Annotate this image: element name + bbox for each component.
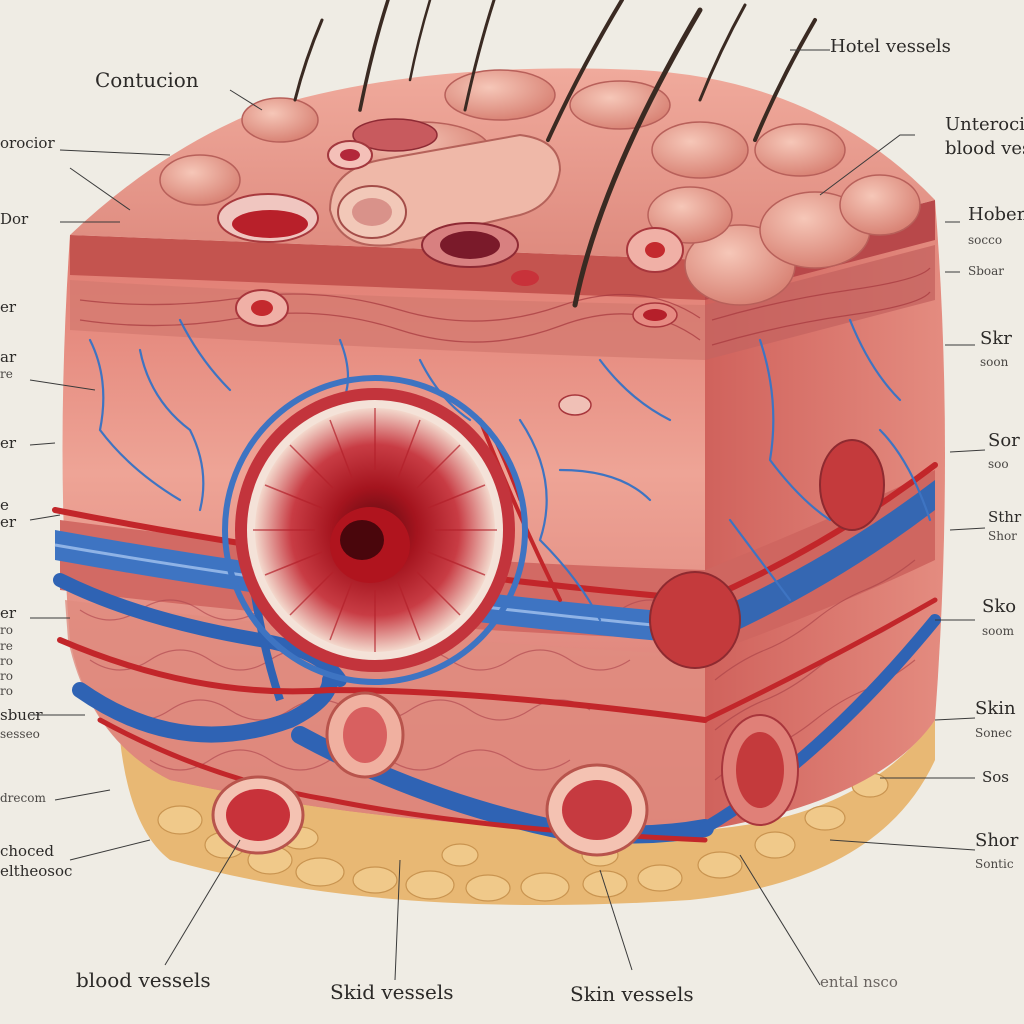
label-untreated-line1: Unteroci bbox=[945, 114, 1024, 135]
label-right-4: Skr bbox=[980, 328, 1012, 349]
label-right-10: Sko bbox=[982, 596, 1017, 617]
label-left-11: re bbox=[0, 639, 13, 653]
label-contusion: Contucion bbox=[95, 68, 199, 92]
label-bottom-right: ental nsco bbox=[820, 973, 898, 991]
label-left-3: er bbox=[0, 298, 17, 316]
contusion-lesion bbox=[222, 375, 528, 685]
label-left-16: sesseo bbox=[0, 727, 40, 741]
label-right-1: Hoben bbox=[968, 204, 1024, 225]
label-left-4: ar bbox=[0, 348, 17, 366]
label-left-8: er bbox=[0, 513, 17, 531]
label-right-12: Skin bbox=[975, 698, 1016, 719]
label-left-18: choced bbox=[0, 842, 54, 860]
label-left-2: Dor bbox=[0, 210, 29, 228]
label-right-13: Sonec bbox=[975, 726, 1012, 740]
label-right-7: soo bbox=[988, 457, 1009, 471]
label-left-7: e bbox=[0, 496, 9, 514]
label-left-1: orocior bbox=[0, 134, 55, 152]
label-untreated-line2: blood vessels bbox=[945, 138, 1024, 159]
label-skin-vessels: Skin vessels bbox=[570, 982, 694, 1006]
bruise-spots bbox=[217, 118, 684, 328]
label-skid-vessels: Skid vessels bbox=[330, 980, 454, 1004]
vessel-cross-sections bbox=[211, 394, 885, 857]
label-hotel-vessels: Hotel vessels bbox=[830, 36, 951, 57]
label-right-6: Sor bbox=[988, 430, 1020, 451]
label-right-3: Sboar bbox=[968, 264, 1005, 278]
label-right-9: Shor bbox=[988, 529, 1017, 543]
label-right-15: Shor bbox=[975, 830, 1019, 851]
label-right-11: soom bbox=[982, 624, 1014, 638]
capillaries bbox=[88, 318, 932, 622]
label-left-12: ro bbox=[0, 654, 13, 668]
subcutaneous-fat-layer bbox=[120, 720, 935, 905]
label-right-5: soon bbox=[980, 355, 1009, 369]
leader-lines bbox=[29, 49, 986, 986]
label-left-6: er bbox=[0, 434, 17, 452]
label-left-17: drecom bbox=[0, 791, 46, 805]
label-left-15: sbucr bbox=[0, 706, 43, 724]
label-right-2: socco bbox=[968, 233, 1003, 247]
label-left-14: ro bbox=[0, 684, 13, 698]
label-left-10: ro bbox=[0, 623, 13, 637]
label-left-19: eltheosoc bbox=[0, 862, 73, 880]
label-left-9: er bbox=[0, 604, 17, 622]
follicle-opening-large bbox=[328, 133, 562, 247]
hair-shafts bbox=[293, 0, 817, 308]
label-right-14: Sos bbox=[982, 768, 1010, 786]
label-right-16: Sontic bbox=[975, 857, 1014, 871]
label-left-5: re bbox=[0, 367, 13, 381]
label-left-13: ro bbox=[0, 669, 13, 683]
label-blood-vessels: blood vessels bbox=[76, 968, 211, 992]
label-right-8: Sthr bbox=[988, 508, 1022, 526]
